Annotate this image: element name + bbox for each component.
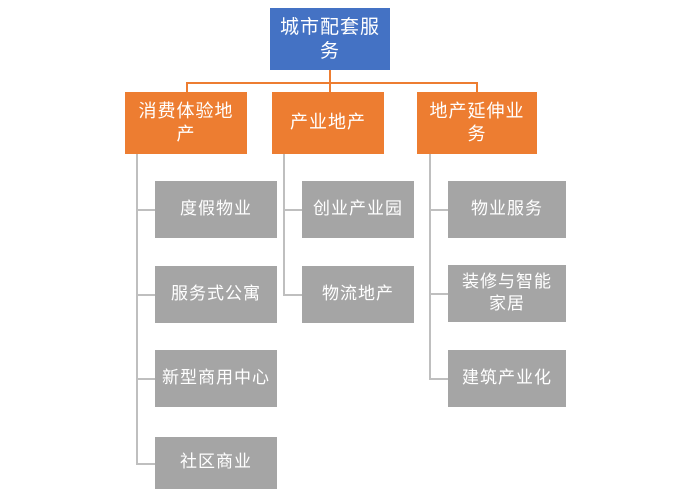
node-leaf-startup-industrial-park[interactable]: 创业产业园 <box>302 181 414 238</box>
connector-root-distribution-bar <box>186 82 478 84</box>
node-leaf-property-management-service[interactable]: 物业服务 <box>448 181 566 238</box>
connector-drop-branch-3 <box>476 82 478 92</box>
node-leaf-new-commercial-center[interactable]: 新型商用中心 <box>155 350 277 407</box>
node-leaf-renovation-smart-home[interactable]: 装修与智能家居 <box>448 265 566 322</box>
connector-drop-branch-1 <box>186 82 188 92</box>
node-leaf-logistics-realestate[interactable]: 物流地产 <box>302 266 414 323</box>
node-leaf-community-retail[interactable]: 社区商业 <box>155 437 277 489</box>
connector-stub-b1-c1 <box>136 209 155 211</box>
connector-stub-b2-c2 <box>283 294 302 296</box>
node-branch-industrial-realestate[interactable]: 产业地产 <box>272 92 384 154</box>
connector-stub-b2-c1 <box>283 209 302 211</box>
node-leaf-serviced-apartment[interactable]: 服务式公寓 <box>155 266 277 323</box>
node-branch-consumer-experience-realestate[interactable]: 消费体验地产 <box>125 92 247 154</box>
connector-stub-b3-c2 <box>429 293 448 295</box>
connector-stub-b3-c3 <box>429 378 448 380</box>
connector-stub-b3-c1 <box>429 209 448 211</box>
connector-root-stem <box>329 70 331 98</box>
node-branch-realestate-extension-business[interactable]: 地产延伸业务 <box>417 92 537 154</box>
connector-trunk-branch-2 <box>283 154 285 294</box>
connector-trunk-branch-1 <box>136 154 138 464</box>
node-leaf-construction-industrialization[interactable]: 建筑产业化 <box>448 350 566 407</box>
connector-trunk-branch-3 <box>429 154 431 379</box>
connector-stub-b1-c2 <box>136 294 155 296</box>
node-leaf-vacation-property[interactable]: 度假物业 <box>155 181 277 238</box>
node-root-city-support-services[interactable]: 城市配套服务 <box>270 8 390 70</box>
connector-stub-b1-c4 <box>136 463 155 465</box>
connector-stub-b1-c3 <box>136 378 155 380</box>
